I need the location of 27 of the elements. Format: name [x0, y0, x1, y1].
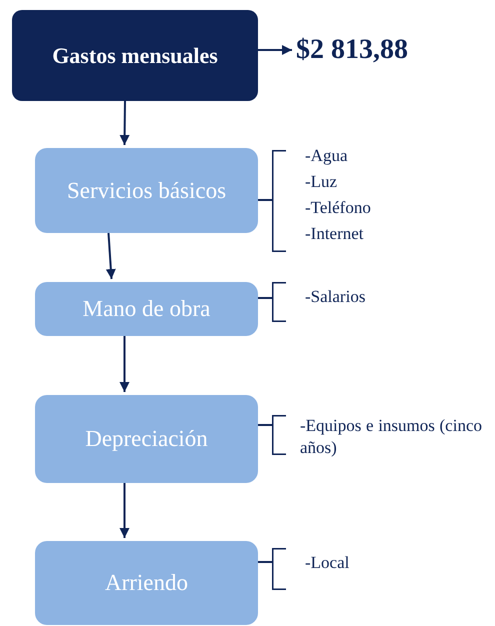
list-item: -Luz: [305, 171, 338, 193]
process-box: [35, 395, 258, 483]
connector-line: [258, 424, 272, 426]
connector-line: [258, 199, 272, 201]
arrow: [258, 45, 292, 55]
box-label: Gastos mensuales: [52, 42, 218, 68]
connector-line: [258, 561, 272, 563]
arrow: [106, 232, 116, 280]
process-box: [35, 282, 258, 336]
list-item: -Equipos e insumos (cinco años): [300, 415, 482, 459]
title-box: [12, 10, 258, 101]
arrow: [120, 483, 130, 538]
box-label: Depreciación: [85, 425, 208, 454]
box-label: Arriendo: [104, 569, 188, 598]
total-amount: $2 813,88: [296, 34, 409, 66]
process-box: [35, 541, 258, 625]
connector-line: [258, 297, 272, 299]
box-label: Servicios básicos: [66, 176, 226, 205]
arrow: [120, 100, 130, 146]
list-item: -Local: [305, 552, 350, 574]
list-item: -Agua: [305, 145, 348, 167]
list-item: -Internet: [305, 223, 365, 245]
process-box: [35, 148, 258, 233]
box-label: Mano de obra: [82, 295, 210, 324]
list-item: -Salarios: [305, 286, 366, 308]
list-item: -Teléfono: [305, 197, 372, 219]
arrow: [120, 336, 130, 392]
